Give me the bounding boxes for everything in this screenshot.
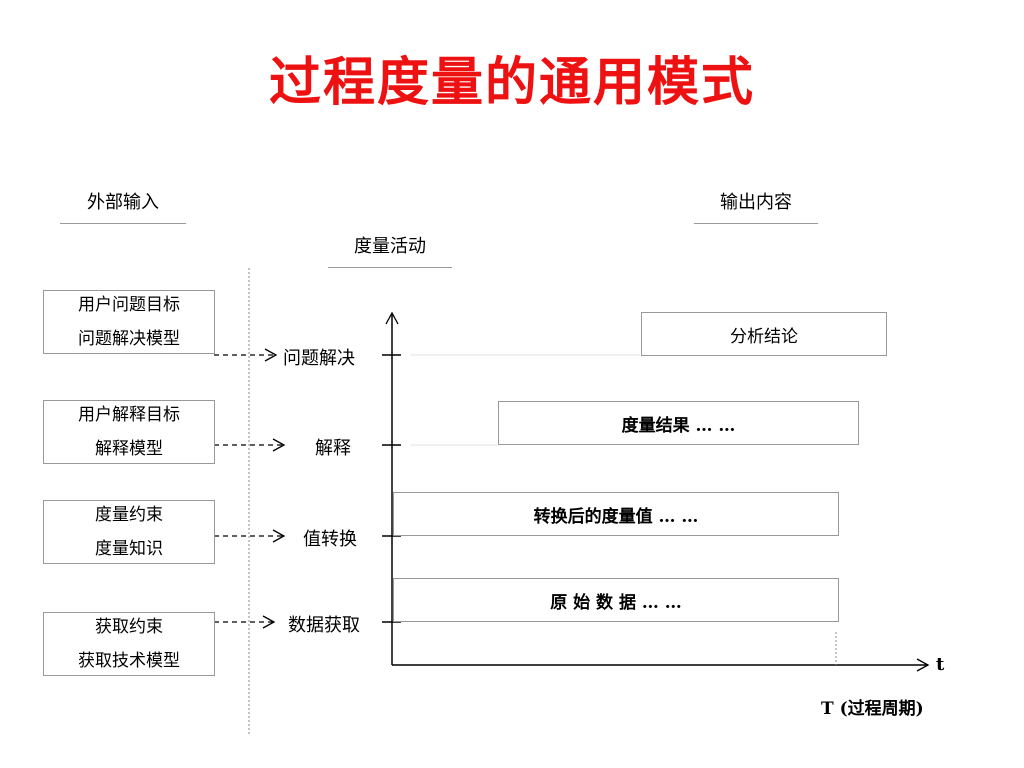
input-line: 用户问题目标	[78, 295, 180, 315]
input-box-acquisition: 获取约束 获取技术模型	[43, 612, 215, 676]
output-converted-value: 转换后的度量值 … …	[393, 492, 839, 536]
input-line: 解释模型	[95, 439, 163, 459]
external-input-header: 外部输入	[87, 192, 159, 213]
input-box-measurement: 度量约束 度量知识	[43, 500, 215, 564]
input-line: 用户解释目标	[78, 405, 180, 425]
external-input-underline	[60, 223, 186, 224]
activity-data-acquisition: 数据获取	[288, 615, 360, 636]
output-content-underline	[694, 223, 818, 224]
input-line: 问题解决模型	[78, 329, 180, 349]
input-box-problem: 用户问题目标 问题解决模型	[43, 290, 215, 354]
measurement-activity-header: 度量活动	[354, 236, 426, 257]
page-title: 过程度量的通用模式	[268, 52, 755, 113]
activity-interpretation: 解释	[315, 438, 351, 459]
output-analysis-conclusion: 分析结论	[641, 312, 887, 356]
output-content-header: 输出内容	[720, 192, 792, 213]
activity-problem-solving: 问题解决	[283, 348, 355, 369]
measurement-activity-underline	[328, 267, 452, 268]
activity-value-conversion: 值转换	[303, 529, 357, 550]
output-measurement-result: 度量结果 … …	[498, 401, 859, 445]
input-line: 获取技术模型	[78, 651, 180, 671]
process-period-label: T (过程周期)	[821, 699, 924, 719]
output-raw-data: 原 始 数 据 … …	[393, 578, 839, 622]
input-box-interpretation: 用户解释目标 解释模型	[43, 400, 215, 464]
input-line: 度量知识	[95, 539, 163, 559]
t-axis-label: t	[936, 654, 945, 675]
input-line: 获取约束	[95, 617, 163, 637]
input-line: 度量约束	[95, 505, 163, 525]
